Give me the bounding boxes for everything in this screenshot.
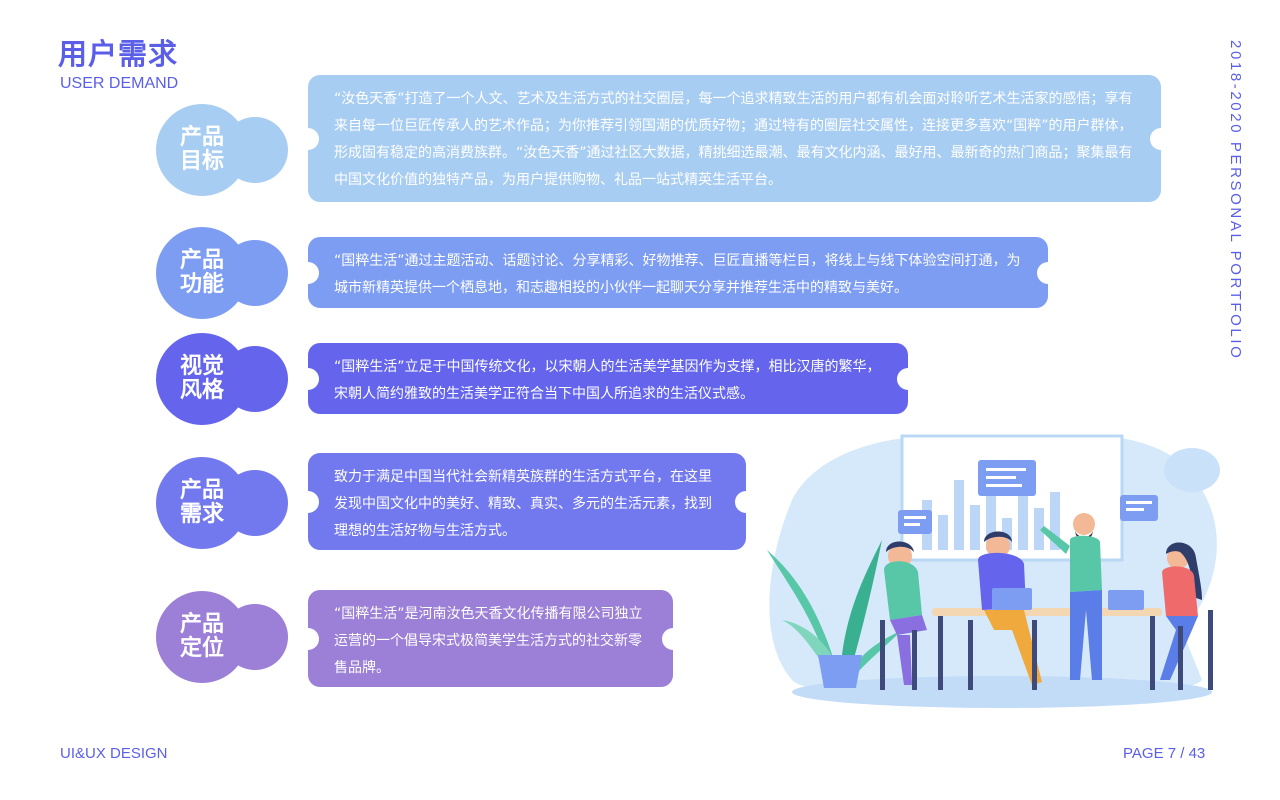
section-label: 产品功能 xyxy=(179,248,224,297)
section-text: “汝色天香”打造了一个人文、艺术及生活方式的社交圈层，每一个追求精致生活的用户都… xyxy=(334,91,1133,188)
page-number: PAGE 7 / 43 xyxy=(1123,745,1206,762)
section-text: “国粹生活”立足于中国传统文化，以宋朝人的生活美学基因作为支撑，相比汉唐的繁华，… xyxy=(334,359,881,402)
team-meeting-illustration-svg xyxy=(767,434,1220,708)
section-circle-small xyxy=(222,470,288,536)
section-circle-small xyxy=(222,604,288,670)
section-card: 致力于满足中国当代社会新精英族群的生活方式平台，在这里发现中国文化中的美好、精致… xyxy=(297,453,757,550)
section-card: “国粹生活”立足于中国传统文化，以宋朝人的生活美学基因作为支撑，相比汉唐的繁华，… xyxy=(297,343,919,414)
section-circle-small xyxy=(222,117,288,183)
section-circle-small xyxy=(222,346,288,412)
section-card: “国粹生活”通过主题活动、话题讨论、分享精彩、好物推荐、巨匠直播等栏目，将线上与… xyxy=(297,237,1059,308)
section-card: “国粹生活”是河南汝色天香文化传播有限公司独立运营的一个倡导宋式极简美学生活方式… xyxy=(297,590,684,687)
footer-design-label: UI&UX DESIGN xyxy=(60,745,168,762)
page-subtitle: USER DEMAND xyxy=(60,75,179,92)
section-text: 致力于满足中国当代社会新精英族群的生活方式平台，在这里发现中国文化中的美好、精致… xyxy=(334,469,712,539)
section-circle-small xyxy=(222,240,288,306)
section-label: 产品需求 xyxy=(179,478,224,527)
section-label: 产品定位 xyxy=(179,612,224,661)
section-text: “国粹生活”是河南汝色天香文化传播有限公司独立运营的一个倡导宋式极简美学生活方式… xyxy=(334,606,643,676)
section-text: “国粹生活”通过主题活动、话题讨论、分享精彩、好物推荐、巨匠直播等栏目，将线上与… xyxy=(334,253,1021,296)
team-meeting-illustration xyxy=(762,430,1232,720)
section-label: 产品目标 xyxy=(179,125,224,174)
section-card: “汝色天香”打造了一个人文、艺术及生活方式的社交圈层，每一个追求精致生活的用户都… xyxy=(297,75,1172,202)
page-title: 用户需求 xyxy=(58,37,179,71)
section-label: 视觉风格 xyxy=(179,354,224,403)
